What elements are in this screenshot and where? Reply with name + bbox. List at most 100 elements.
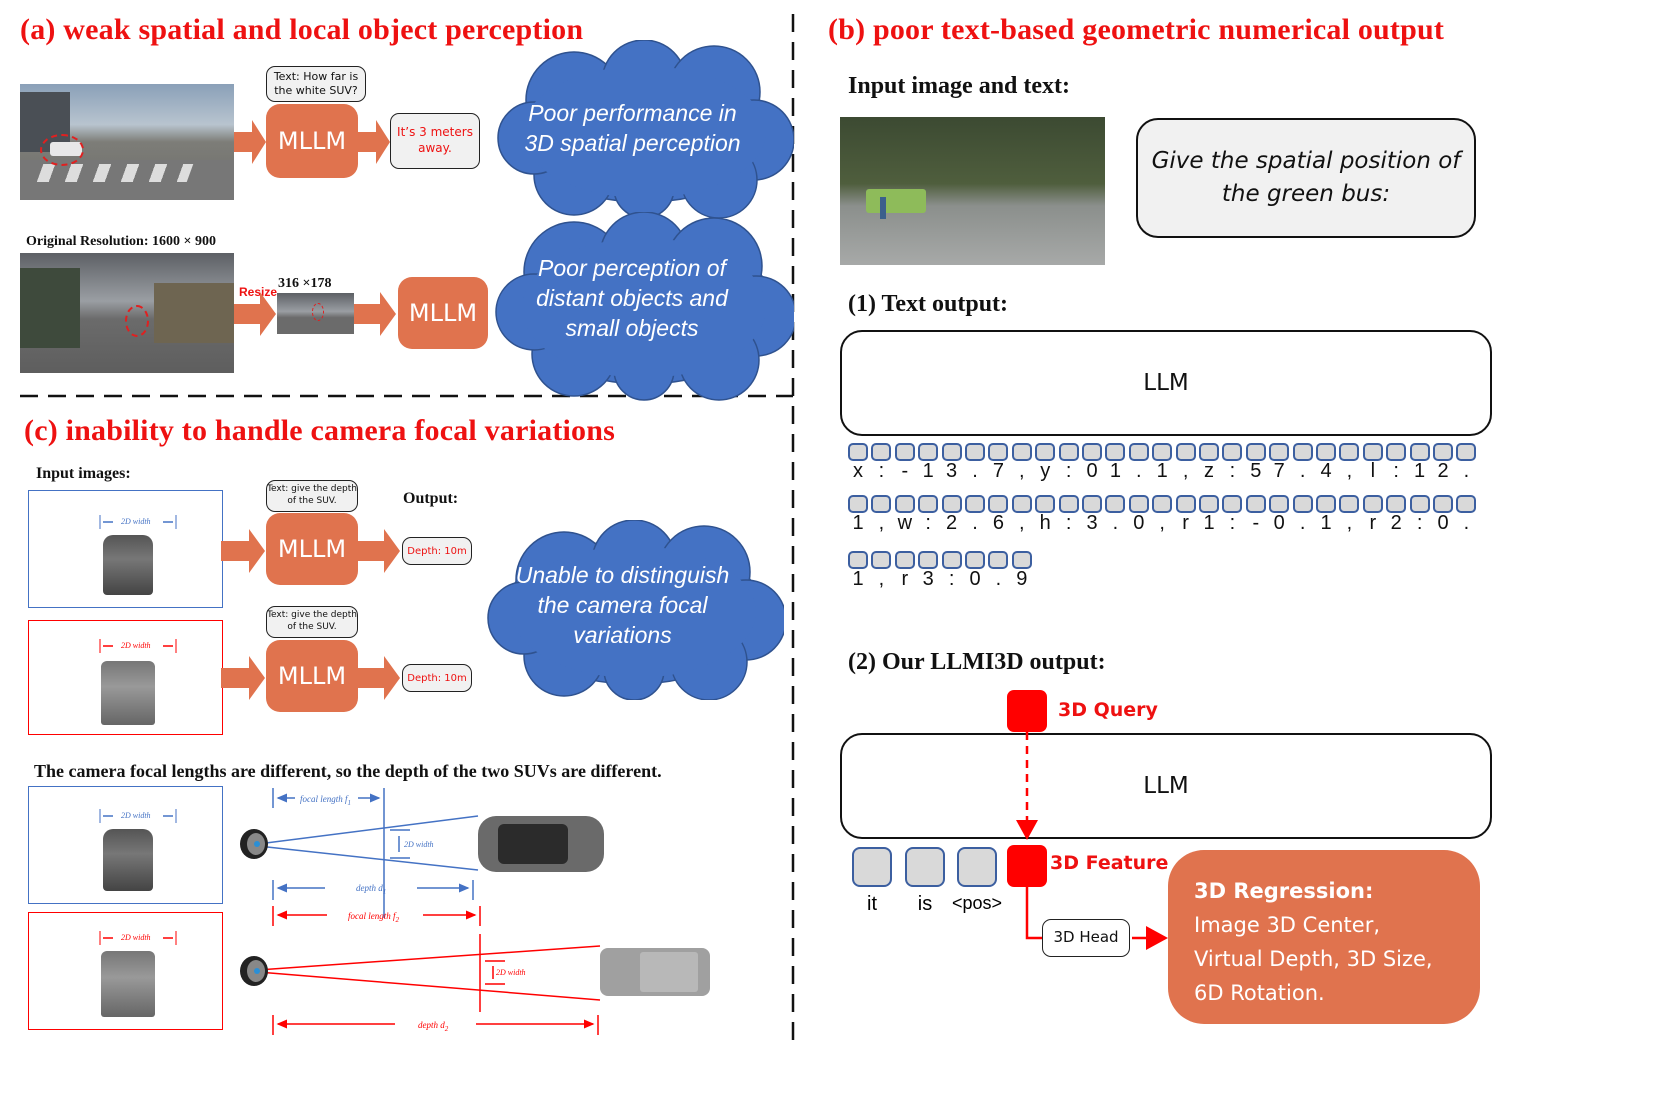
text-token-char: . [1299,512,1306,534]
input-images-label: Input images: [36,465,131,482]
text-token-box [1058,495,1079,513]
text-token-char: w [897,512,913,534]
text-token-char: , [1346,512,1353,534]
query-flow-arrow [1016,732,1038,840]
cloud-shape-icon [487,520,784,700]
text-token-box [1128,443,1149,461]
text-token-box [1011,443,1032,461]
text-token-char: . [1299,460,1306,482]
text-token-box [894,551,915,569]
text-token-char: , [1019,460,1025,482]
width-label: 2D width [121,933,151,942]
arrow-right-icon [358,529,400,573]
depth-2-label: depth d2 [418,1020,449,1033]
text-token-char: r [1369,512,1377,534]
text-token-char: 0 [1133,512,1145,534]
cloud-text: Poor performance in 3D spatial perceptio… [524,99,741,156]
text-token-char: 3 [922,568,934,590]
text-token-box [1456,443,1477,461]
text-token-box [1316,495,1336,513]
suv-front-icon [101,661,155,725]
mllm-block: MLLM [266,640,358,712]
text-token-box [1386,495,1407,513]
text-token-char: - [901,460,909,482]
text-token-char: , [878,568,885,590]
text-token-char: - [1252,512,1260,534]
text-token-char: x [853,460,863,482]
street-photo-2 [20,253,234,373]
text-token-box [894,495,915,513]
text-token-char: 7 [992,460,1004,482]
width-label: 2D width [121,641,151,650]
original-resolution-label: Original Resolution: 1600 × 900 [26,234,216,249]
token-label: <pos> [951,893,1003,913]
text-token-box [1245,443,1266,461]
text-token-box [848,551,868,569]
arrow-right-icon [358,120,390,164]
text-token-box [1316,443,1336,461]
head-flow-arrow [1025,886,1168,950]
suv-front-icon [103,535,153,595]
geometry-image-blue: 2D width [28,786,223,904]
text-token-char: : [1229,460,1236,482]
focal-geometry-diagram: focal length f1 2D width depth d1 focal … [240,788,710,1035]
arrow-right-icon [221,529,265,573]
text-token-box [1269,495,1290,513]
text-token-char: 1 [1109,460,1121,482]
width-label: 2D width [121,811,151,820]
text-token-char: , [1182,460,1189,482]
text-token-char: 2 [1437,460,1449,482]
query-bubble: Text: give the depth of the SUV. [266,480,358,512]
token-is [905,847,945,887]
input-label: Input image and text: [848,73,1071,99]
text-token-box [1105,495,1126,513]
text-token-box [1011,495,1032,513]
resized-photo [277,293,354,334]
arrow-right-icon [234,292,276,336]
cloud-shape-icon [495,212,794,401]
street-photo-1 [20,84,234,200]
arrow-right-icon [354,292,396,336]
text-token-box [1456,495,1477,513]
text-token-box [965,495,985,513]
highlight-circle [125,305,149,337]
prompt-box: Give the spatial position of the green b… [1136,118,1476,238]
text-token-box [1199,495,1219,513]
text-token-box [1011,551,1032,569]
text-token-char: : [925,512,931,534]
camera-lens-icon [240,829,268,859]
mllm-block: MLLM [266,104,358,178]
regression-line: Virtual Depth, 3D Size, [1194,947,1433,971]
input-image-red: 2D width [28,620,223,735]
resized-label: 316 ×178 [278,276,332,291]
text-token-box [1199,443,1219,461]
text-token-char: 2 [1390,512,1402,534]
text-token-char: 1 [922,460,934,482]
text-token-char: 1 [1320,512,1332,534]
text-token-box [1035,443,1056,461]
text-token-box [1082,443,1102,461]
text-token-box [1175,495,1196,513]
3d-query-token [1007,690,1047,732]
text-token-char: 1 [852,512,864,534]
query-bubble: Text: How far is the white SUV? [266,66,366,102]
text-token-box [848,495,868,513]
text-token-char: 1 [1203,512,1215,534]
text-token-char: : [1416,512,1423,534]
text-token-box [988,495,1009,513]
mllm-block: MLLM [266,513,358,585]
text-token-char: z [1204,460,1214,482]
text-token-box [965,551,985,569]
text-token-char: . [972,460,978,482]
text-token-box [1222,495,1243,513]
suv-front-icon [101,951,155,1017]
car-top-view-icon [478,816,604,872]
car-top-view-icon [600,948,710,996]
panel-c-title: (c) inability to handle camera focal var… [24,414,616,447]
text-token-box [1105,443,1126,461]
llm-block-ours: LLM [840,733,1492,839]
text-token-box [941,551,962,569]
text-token-char: 9 [1016,568,1028,590]
bus-photo [840,117,1105,265]
text-token-box [1035,495,1056,513]
